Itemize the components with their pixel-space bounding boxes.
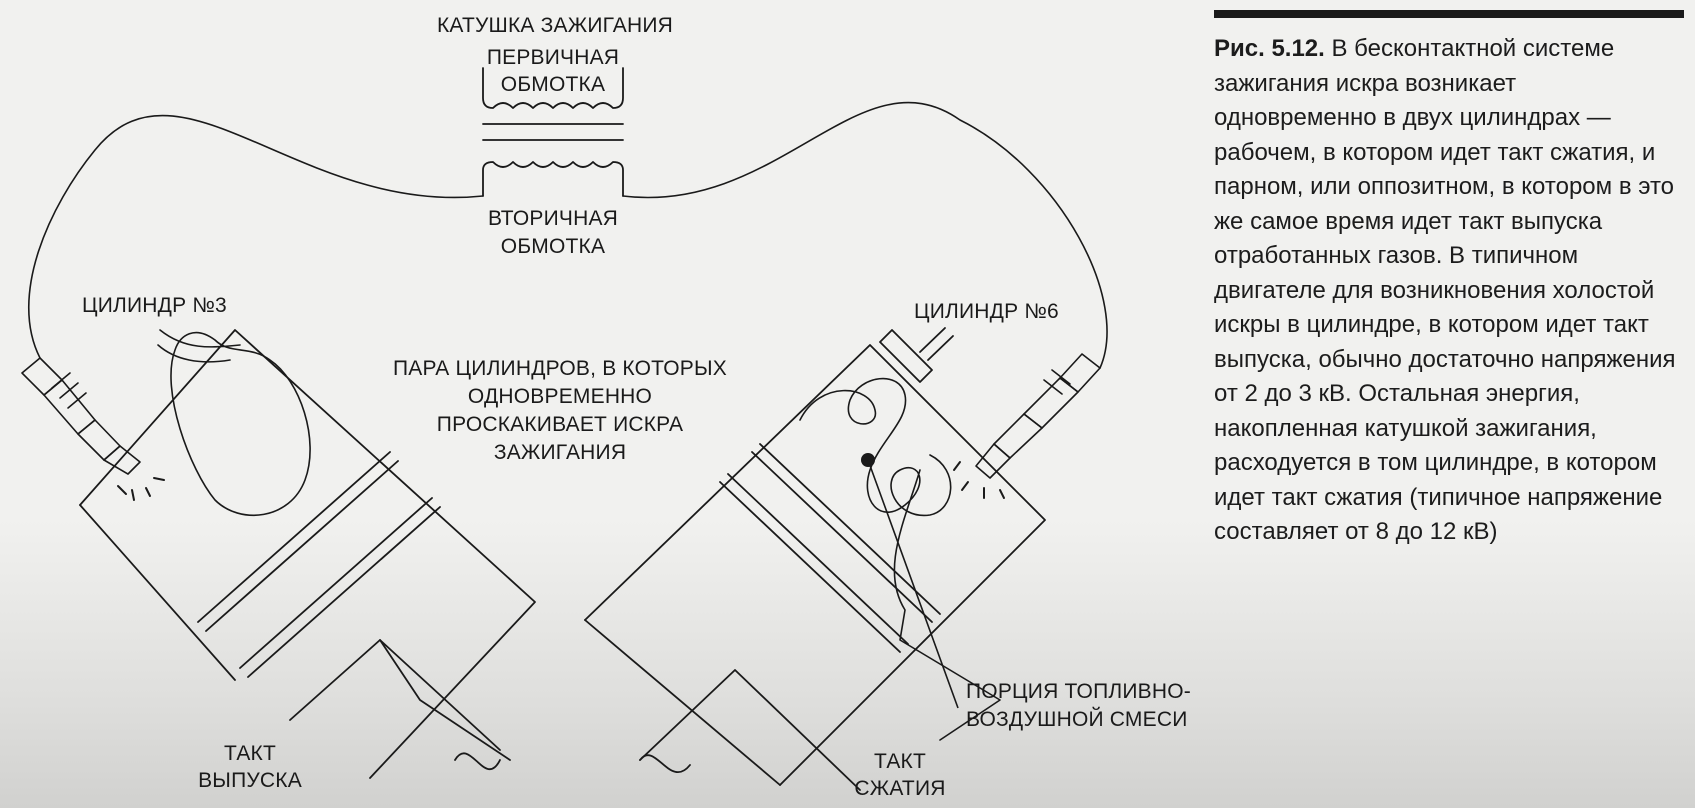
pair-label-2: ОДНОВРЕМЕННО <box>467 385 653 408</box>
secondary-winding-label-1: ВТОРИЧНАЯ <box>487 207 619 230</box>
cylinder3-block <box>79 329 536 779</box>
mixture-label-1: ПОРЦИЯ ТОПЛИВНО- <box>966 680 1191 703</box>
mixture-leader <box>867 459 959 709</box>
compression-label-1: ТАКТ <box>874 750 926 773</box>
cylinder6-block <box>584 327 1046 791</box>
coil-title: КАТУШКА ЗАЖИГАНИЯ <box>436 14 674 37</box>
caption-body: В бесконтактной системе зажигания искра … <box>1214 35 1676 545</box>
cylinder3-label: ЦИЛИНДР №3 <box>82 294 227 317</box>
cylinder3-spark <box>117 477 165 501</box>
cylinder6-label: ЦИЛИНДР №6 <box>914 300 1059 323</box>
exhaust-gas-cloud <box>157 329 311 517</box>
wire-to-cylinder3 <box>27 114 484 359</box>
exhaust-label-1: ТАКТ <box>224 742 276 765</box>
pair-label-3: ПРОСКАКИВАЕТ ИСКРА <box>436 413 684 436</box>
cylinder6-spark <box>953 461 1005 499</box>
caption-text: Рис. 5.12. В бесконтактной системе зажиг… <box>1214 32 1684 550</box>
caption-rule <box>1214 10 1684 18</box>
secondary-winding-label-2: ОБМОТКА <box>500 235 606 258</box>
cylinder6-spark-plug <box>975 353 1101 479</box>
secondary-winding <box>482 161 624 197</box>
mixture-label-2: ВОЗДУШНОЙ СМЕСИ <box>966 708 1188 731</box>
compression-label-2: СЖАТИЯ <box>854 777 946 800</box>
cylinder3-spark-plug <box>21 357 141 475</box>
pair-label-1: ПАРА ЦИЛИНДРОВ, В КОТОРЫХ <box>393 357 727 380</box>
exhaust-label-2: ВЫПУСКА <box>198 769 302 792</box>
primary-winding-label-1: ПЕРВИЧНАЯ <box>486 46 620 69</box>
figure-caption: Рис. 5.12. В бесконтактной системе зажиг… <box>1214 10 1684 550</box>
pair-label-4: ЗАЖИГАНИЯ <box>493 441 627 464</box>
primary-winding <box>482 67 624 109</box>
primary-winding-label-2: ОБМОТКА <box>500 73 606 96</box>
coil-core <box>482 123 624 141</box>
wire-to-cylinder6 <box>622 101 1108 369</box>
figure-label: Рис. 5.12. <box>1214 35 1325 62</box>
